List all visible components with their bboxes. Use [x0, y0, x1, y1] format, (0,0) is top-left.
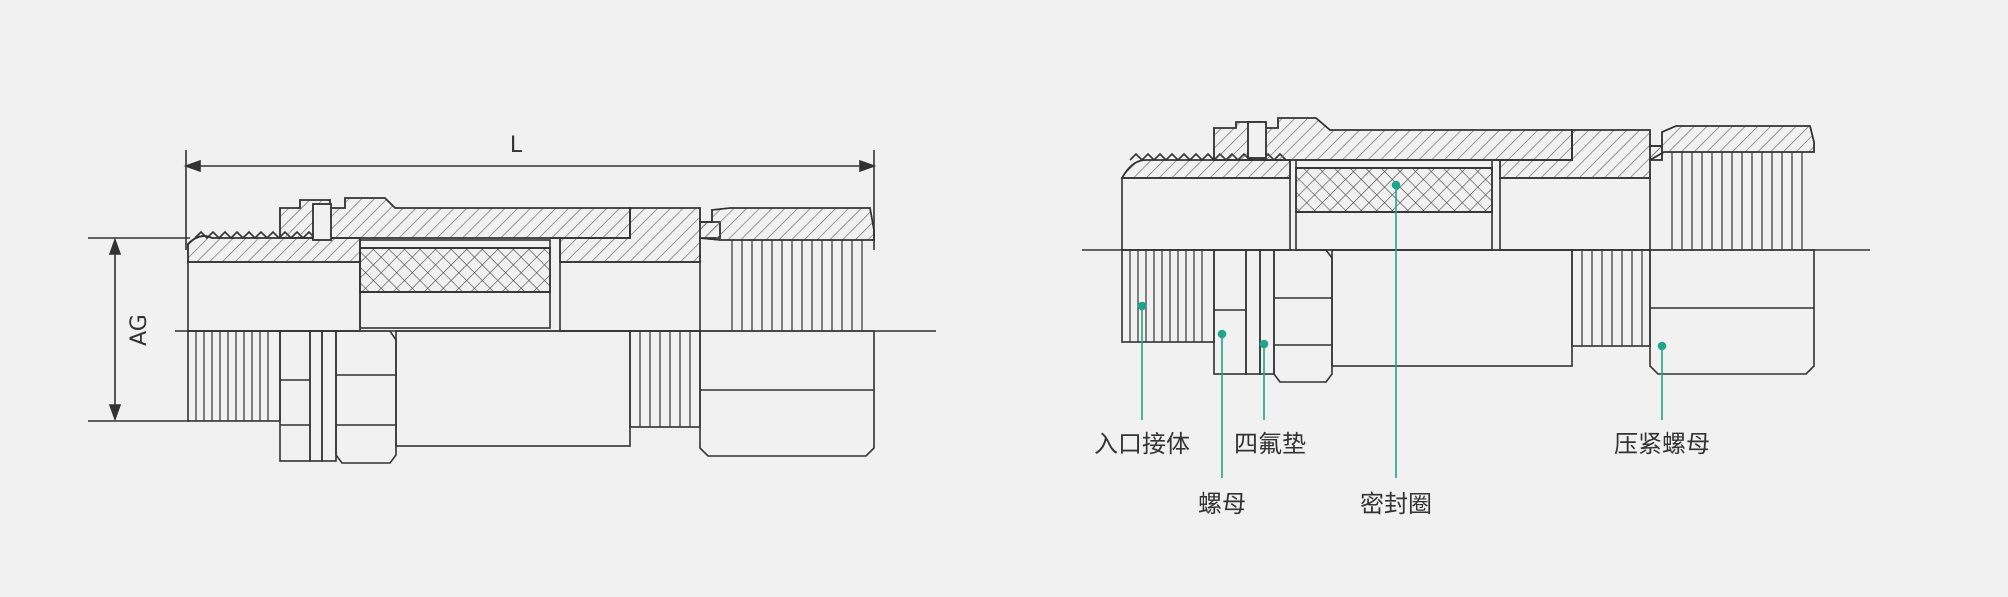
part-labels: 入口接体 螺母 四氟垫 密封圈 压紧螺母 [1094, 430, 1710, 518]
dimension-thread: AG [88, 237, 190, 422]
label-nut: 螺母 [1198, 490, 1246, 518]
dimension-length-label: L [510, 133, 523, 158]
right-view [1082, 117, 1870, 383]
label-entry-body: 入口接体 [1094, 430, 1190, 458]
leaders [1137, 180, 1667, 478]
dimension-thread-label: AG [127, 314, 152, 346]
label-compression-nut: 压紧螺母 [1614, 430, 1710, 458]
label-ptfe-washer: 四氟垫 [1234, 430, 1306, 458]
dimension-length: L [183, 133, 877, 250]
left-view: L AG [88, 133, 936, 464]
label-seal-ring: 密封圈 [1360, 490, 1432, 518]
